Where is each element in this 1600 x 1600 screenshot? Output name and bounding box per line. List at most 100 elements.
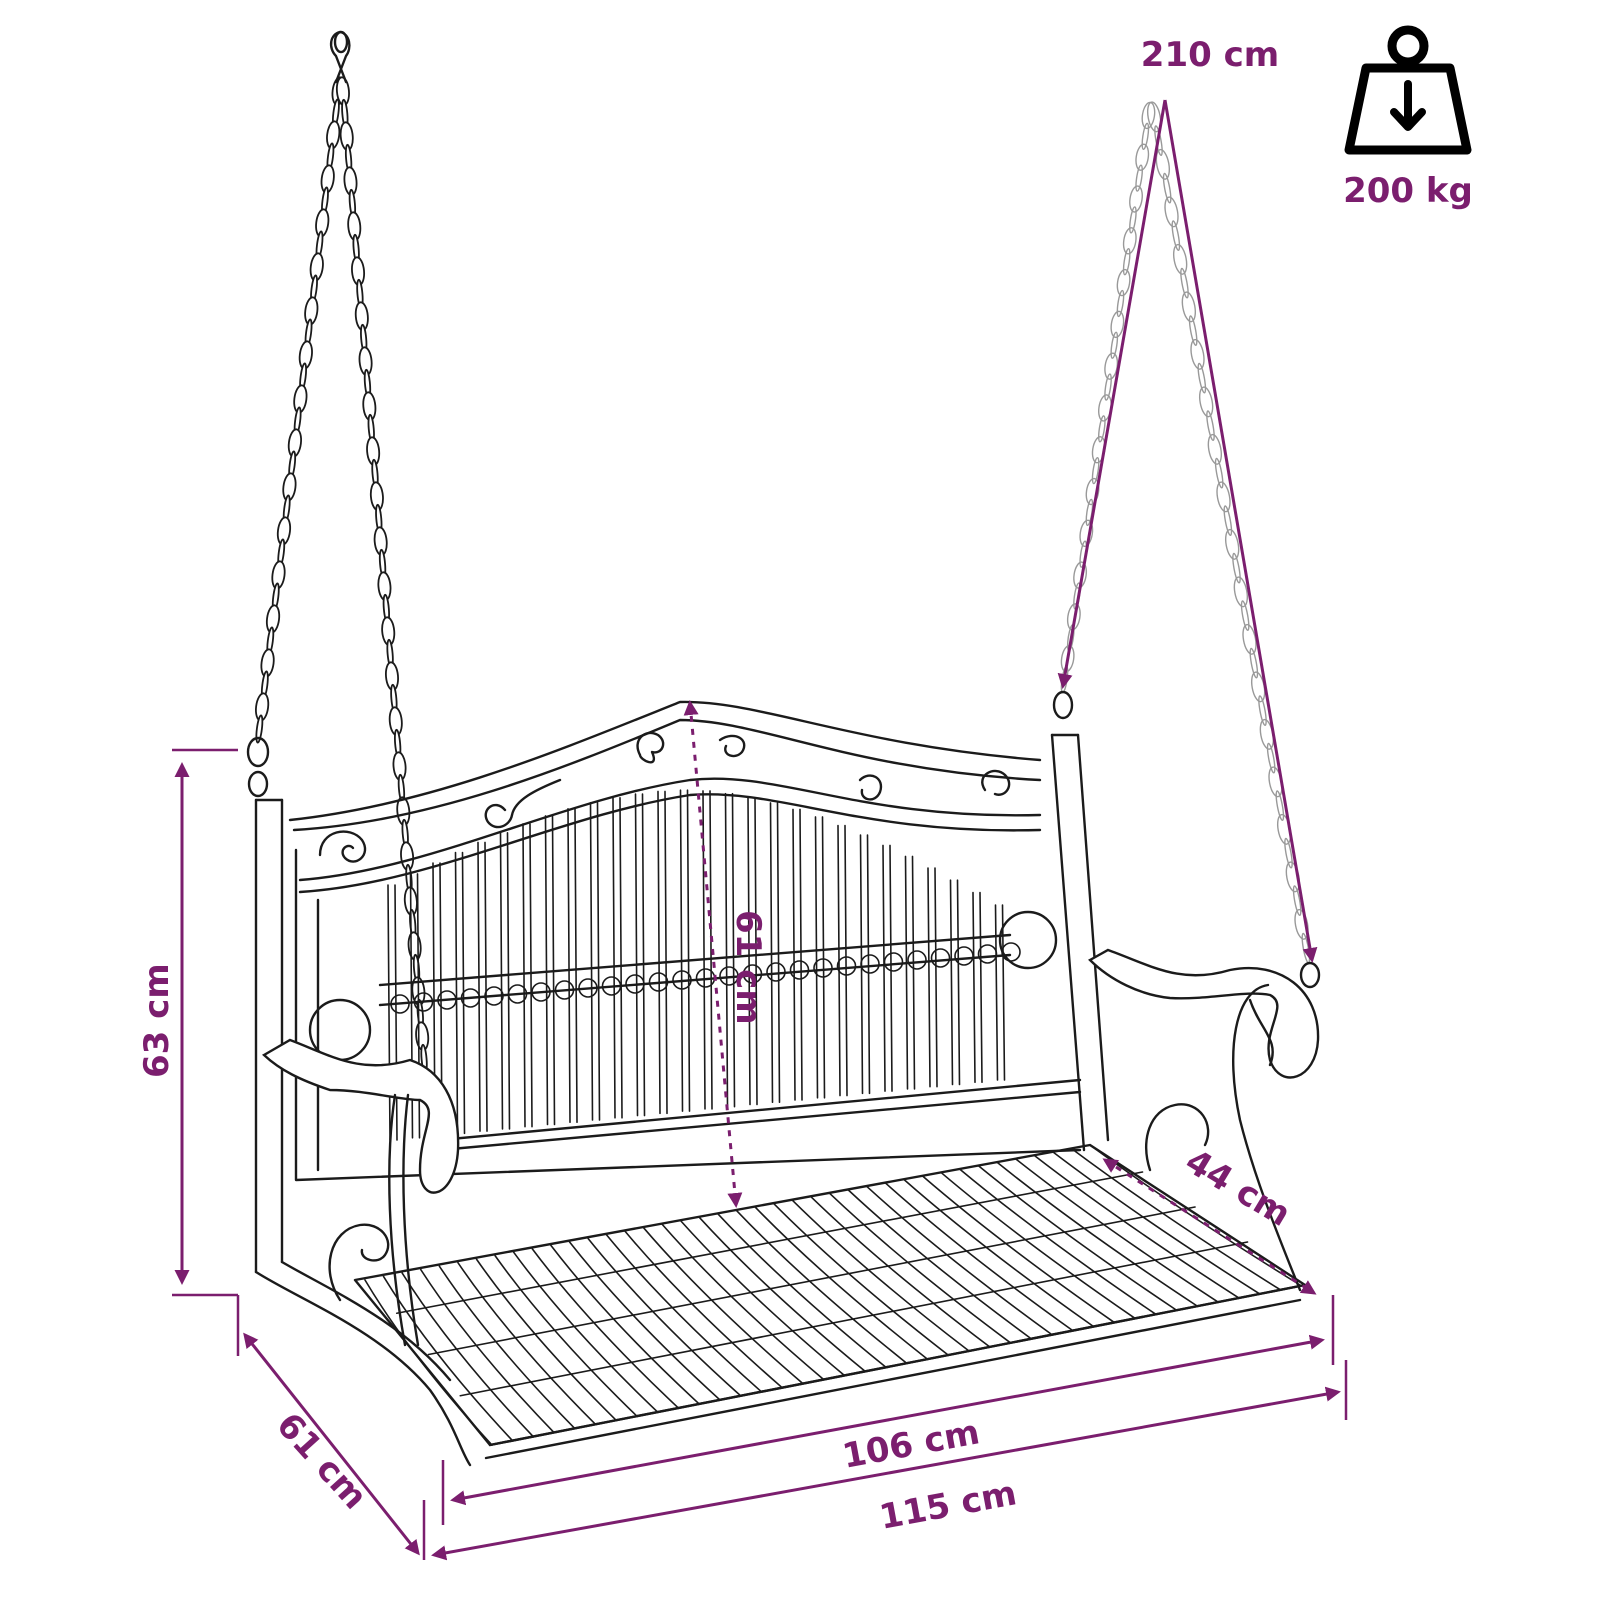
band-ring bbox=[860, 954, 880, 974]
chain-link bbox=[1141, 122, 1150, 150]
back-slat bbox=[506, 831, 511, 1130]
chain-link bbox=[1223, 505, 1233, 537]
back-slat bbox=[927, 867, 931, 1088]
chain-link bbox=[1135, 164, 1143, 192]
band-ring bbox=[554, 980, 575, 1000]
back-slat bbox=[934, 867, 938, 1088]
seat-slat bbox=[401, 1272, 535, 1438]
depth-label: 61 cm bbox=[268, 1405, 374, 1517]
back-slat bbox=[866, 834, 871, 1095]
back-slat bbox=[589, 801, 594, 1121]
chain-ring bbox=[1299, 961, 1321, 989]
back-slat bbox=[702, 790, 706, 1110]
chain-link bbox=[1214, 457, 1224, 489]
chain-link bbox=[1116, 268, 1131, 297]
seat-width-label: 106 cm bbox=[839, 1412, 982, 1477]
back-slat bbox=[679, 789, 684, 1112]
seat-slat bbox=[382, 1275, 514, 1442]
back-slat bbox=[799, 808, 803, 1101]
back-slat bbox=[844, 824, 848, 1097]
back-slat bbox=[574, 807, 578, 1124]
seat-slat bbox=[940, 1171, 1136, 1319]
chain-ring bbox=[247, 770, 269, 798]
band-ring bbox=[1001, 942, 1021, 962]
chain-link bbox=[1232, 552, 1241, 584]
back-slat bbox=[776, 802, 781, 1104]
seat-crossbar bbox=[395, 1171, 1144, 1315]
chain-link bbox=[1162, 172, 1172, 204]
band-ring bbox=[601, 976, 622, 996]
chain-link bbox=[1181, 291, 1197, 323]
band-ring bbox=[789, 960, 810, 980]
chain-link bbox=[1146, 101, 1162, 133]
band-ring bbox=[742, 964, 763, 984]
band-ring bbox=[883, 952, 904, 972]
back-slat bbox=[657, 790, 661, 1115]
chain-link bbox=[1104, 373, 1112, 401]
seat-slat bbox=[457, 1261, 597, 1426]
chain-link bbox=[1116, 289, 1125, 318]
chain-link bbox=[1198, 386, 1214, 418]
chain-link bbox=[1154, 125, 1163, 157]
chain-link bbox=[1240, 600, 1250, 632]
back-slat bbox=[529, 823, 533, 1128]
seat-slat bbox=[1070, 1147, 1281, 1290]
chain-length-dimension: 210 cm bbox=[1057, 35, 1318, 963]
back-slat bbox=[724, 792, 729, 1108]
back-slat bbox=[551, 815, 556, 1126]
seat-slat bbox=[903, 1178, 1094, 1327]
band-ring bbox=[437, 990, 457, 1010]
back-slat bbox=[387, 884, 391, 1141]
band-ring bbox=[531, 982, 551, 1002]
chain-link bbox=[1172, 243, 1188, 275]
back-slat bbox=[979, 891, 983, 1084]
back-slat bbox=[619, 796, 623, 1119]
porch-swing-drawing bbox=[246, 30, 1321, 1467]
chain-link bbox=[1073, 561, 1088, 589]
chain-link bbox=[1122, 227, 1137, 255]
seat-slat bbox=[810, 1196, 991, 1348]
chain-link bbox=[1294, 908, 1309, 940]
band-ring bbox=[930, 948, 951, 968]
seat-slat bbox=[773, 1203, 949, 1356]
back-slat bbox=[612, 796, 616, 1119]
chain-link bbox=[1292, 885, 1302, 917]
chain-link bbox=[1091, 456, 1100, 485]
back-slat bbox=[769, 802, 774, 1104]
chain-link bbox=[1216, 481, 1231, 513]
back-slat bbox=[641, 793, 646, 1117]
back-slat bbox=[956, 879, 961, 1086]
chain-link bbox=[1155, 148, 1171, 180]
weight-label: 200 kg bbox=[1343, 171, 1473, 211]
chain-link bbox=[255, 714, 264, 744]
chain-link bbox=[1110, 331, 1119, 359]
chain-ring bbox=[1052, 690, 1074, 720]
back-slat bbox=[596, 801, 601, 1121]
back-slat bbox=[889, 844, 893, 1092]
chain-link bbox=[1284, 837, 1293, 869]
back-slat bbox=[634, 793, 639, 1117]
back-slat bbox=[454, 851, 459, 1135]
chain-link bbox=[1188, 315, 1198, 347]
chain-link bbox=[1171, 220, 1181, 252]
band-ring bbox=[648, 972, 669, 992]
seat-depth-label: 44 cm bbox=[1178, 1141, 1297, 1234]
seat-slat bbox=[866, 1185, 1053, 1336]
band-ring bbox=[813, 958, 833, 978]
band-ring bbox=[507, 984, 528, 1004]
chain-link bbox=[1085, 477, 1100, 506]
back-slat bbox=[882, 844, 886, 1092]
left-hook bbox=[329, 30, 351, 84]
chain-link bbox=[1135, 143, 1150, 171]
band-ring bbox=[484, 986, 504, 1006]
chain-link bbox=[1224, 528, 1240, 560]
chain-link bbox=[1190, 338, 1205, 370]
back-slats bbox=[387, 789, 1006, 1141]
chain-link bbox=[1079, 519, 1094, 547]
band-ring bbox=[977, 944, 998, 964]
weight-capacity: 200 kg bbox=[1343, 25, 1473, 211]
back-slat bbox=[821, 816, 826, 1099]
chain-link bbox=[1242, 623, 1257, 655]
band-ring bbox=[625, 974, 645, 994]
